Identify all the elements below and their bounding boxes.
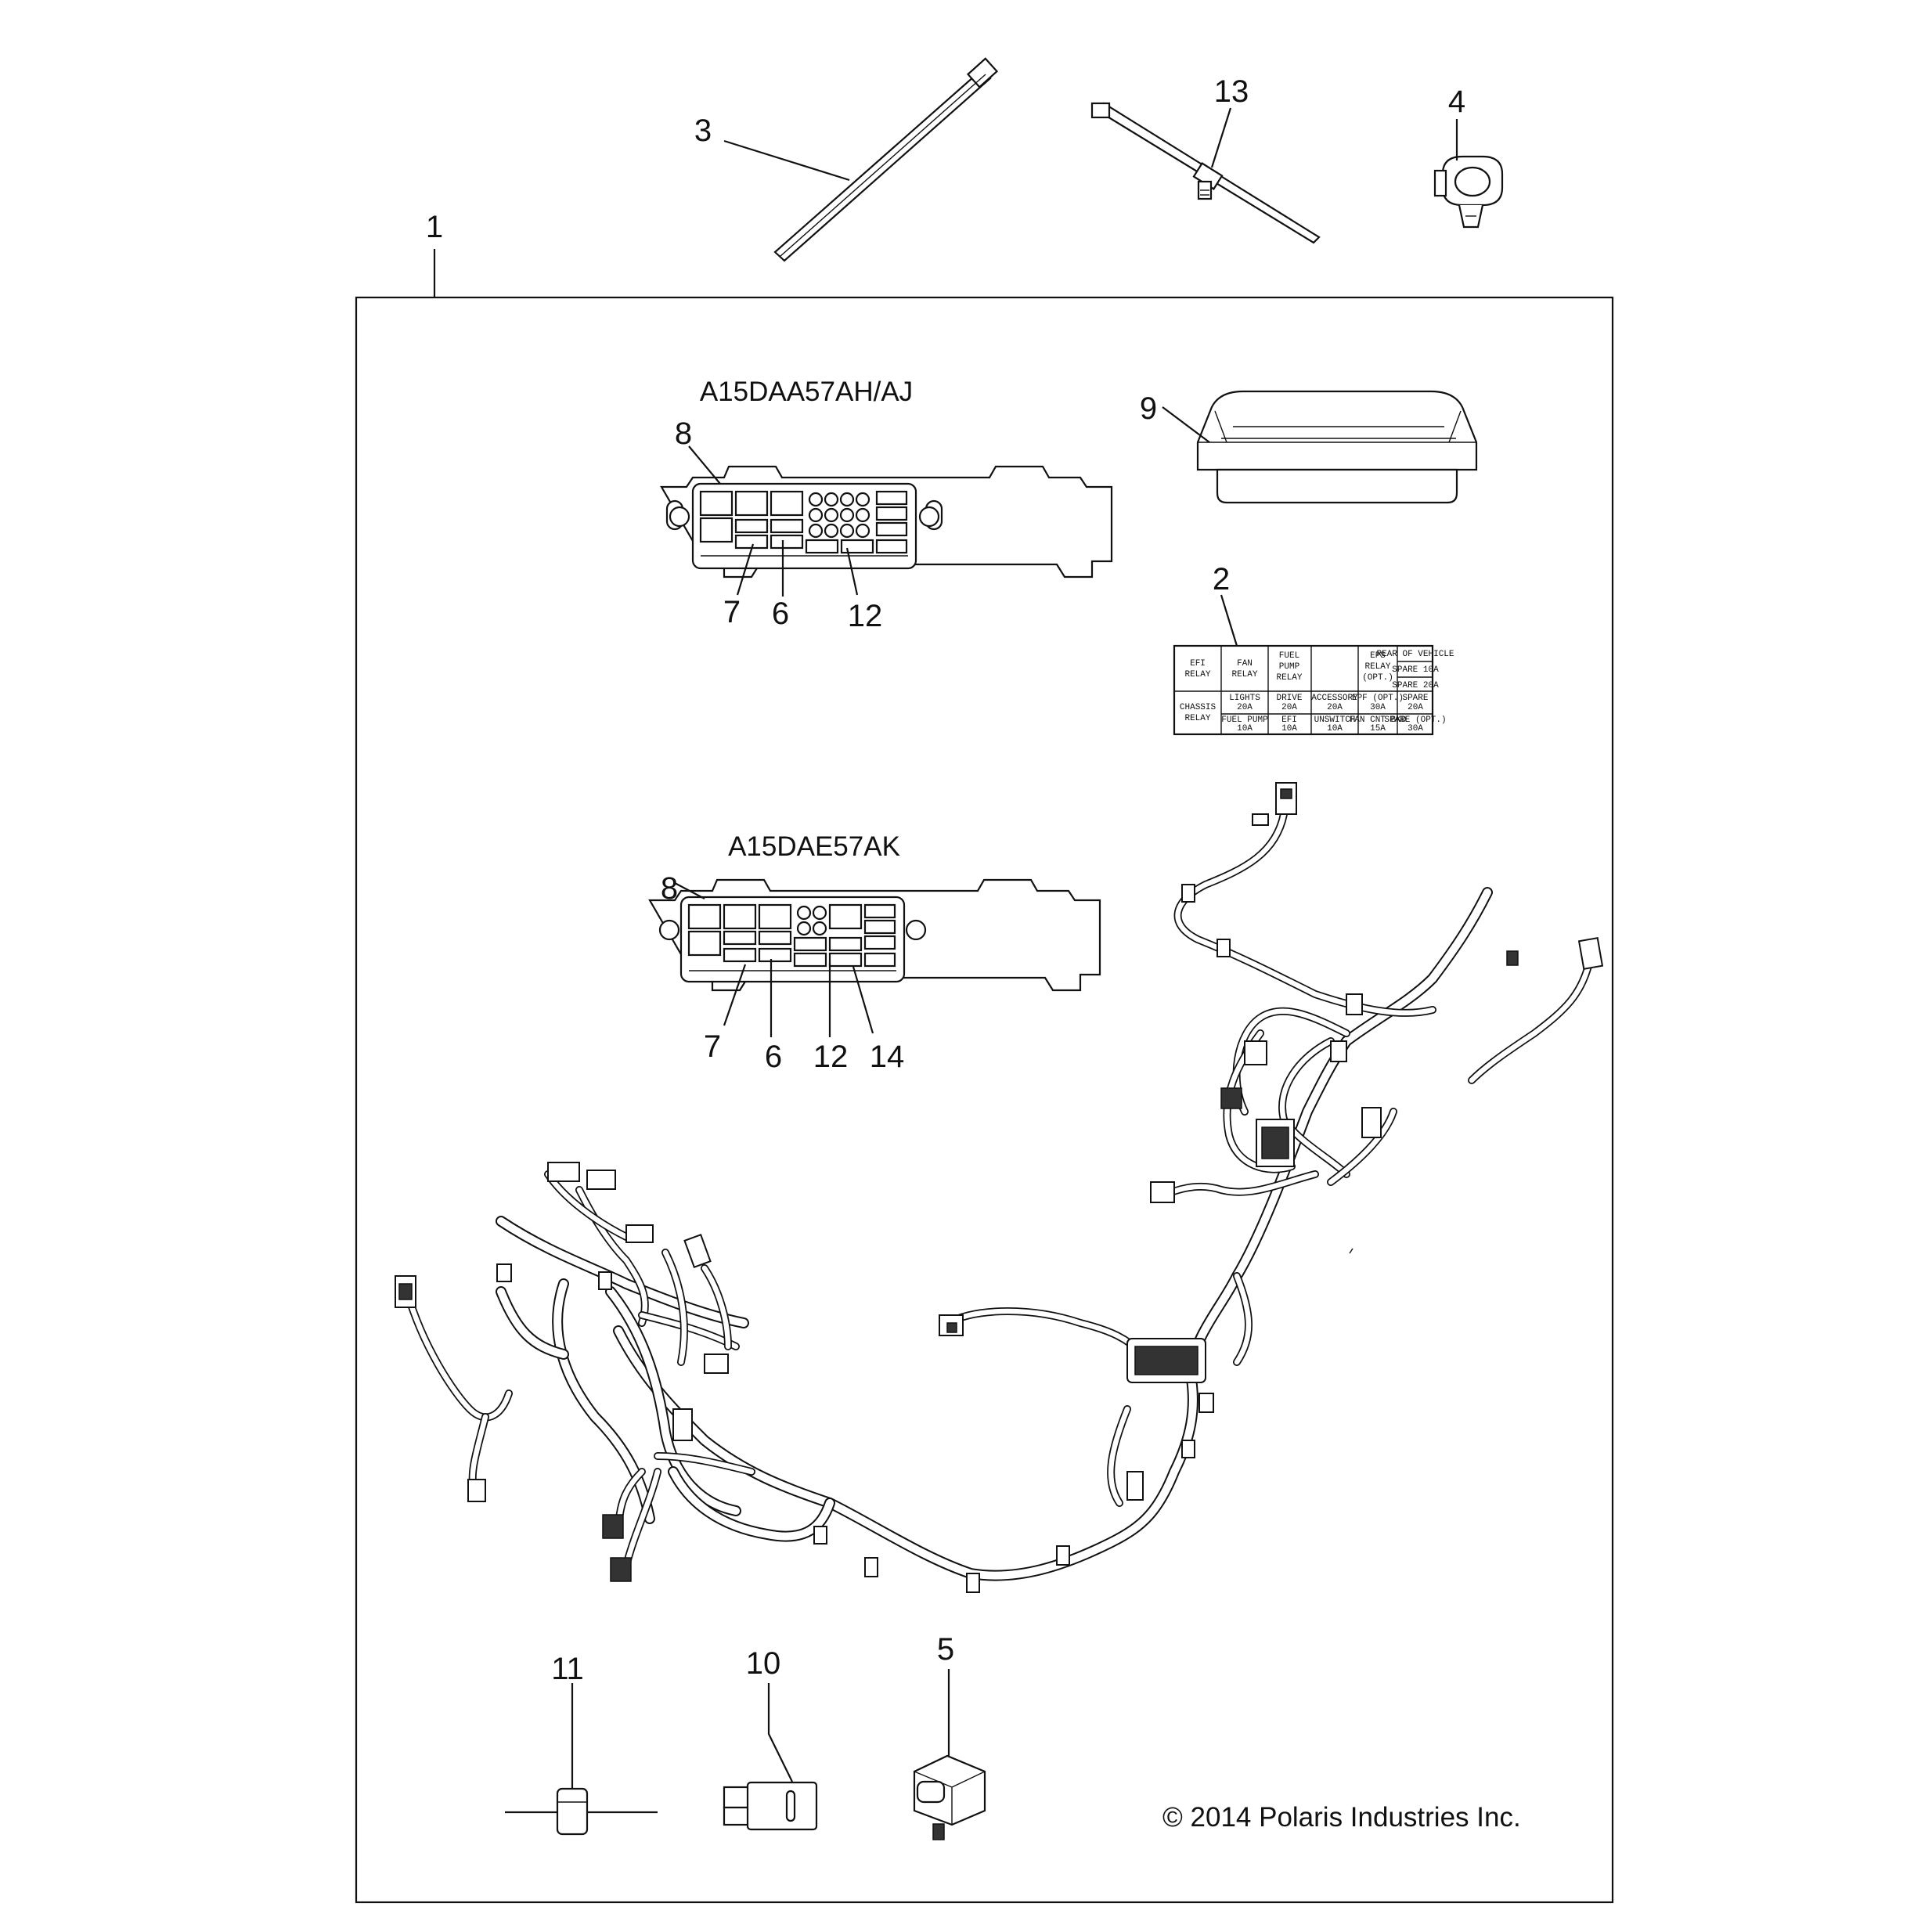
decal-efi-relay: RELAY [1184, 670, 1210, 679]
copyright-text: © 2014 Polaris Industries Inc. [1162, 1802, 1521, 1833]
decal-spare-30a: 30A [1408, 724, 1423, 734]
decal-fuel-pump: FUEL PUMP [1221, 715, 1268, 725]
variant-label-bottom: A15DAE57AK [728, 831, 900, 862]
decal-unswitch-10a: 10A [1327, 724, 1343, 734]
connector-part-5 [913, 1754, 986, 1840]
decal-eps: EPS [1370, 651, 1386, 661]
callout-8-top: 8 [675, 416, 692, 451]
leader-9 [1162, 406, 1210, 443]
callout-1: 1 [426, 210, 443, 244]
fuse-box-a15dae57ak [648, 878, 1101, 992]
callout-13: 13 [1214, 74, 1249, 109]
decal-rear-of-vehicle: REAR OF VEHICLE [1376, 650, 1454, 659]
callout-12-bottom: 12 [813, 1040, 849, 1074]
decal-fuel-pump-10a: 10A [1237, 724, 1253, 734]
callout-2: 2 [1213, 562, 1230, 597]
callout-6-bottom: 6 [765, 1040, 782, 1074]
callout-7-bottom: 7 [704, 1029, 721, 1064]
decal-chassis: CHASSIS [1180, 703, 1217, 712]
decal-lights-20a: 20A [1237, 703, 1253, 712]
decal-unswitch: UNSWITCH [1314, 715, 1356, 725]
decal-accessory: ACCESSORY [1311, 694, 1358, 703]
leader-3 [723, 139, 850, 182]
callout-9: 9 [1140, 391, 1157, 426]
decal-spare-10a: SPARE 10A [1392, 665, 1439, 675]
push-mount-tie-part-13 [1090, 102, 1321, 244]
decal-fuel: FUEL [1279, 651, 1299, 661]
decal-eps-relay: RELAY [1364, 662, 1390, 672]
decal-accessory-20a: 20A [1327, 703, 1343, 712]
decal-spare-20a-b: 20A [1408, 703, 1423, 712]
decal-spare-opt: SPARE (OPT.) [1384, 715, 1446, 725]
stray-mark [1349, 1248, 1353, 1254]
callout-7-top: 7 [723, 595, 741, 629]
diode-part-11 [505, 1787, 658, 1836]
decal-lights: LIGHTS [1229, 694, 1260, 703]
decal-drive: DRIVE [1276, 694, 1302, 703]
leader-12a [845, 547, 859, 596]
callout-10: 10 [746, 1646, 781, 1681]
decal-fan-15a: 15A [1370, 724, 1386, 734]
decal-fan-cnt-bkd: FAN CNT BKD [1350, 715, 1407, 725]
kit-frame [355, 296, 1614, 1904]
decal-epf-opt: EPF (OPT.) [1352, 694, 1404, 703]
leader-14 [852, 966, 874, 1034]
callout-6-top: 6 [772, 597, 789, 631]
fuse-decal-part-2: EFI RELAY FAN RELAY FUEL PUMP RELAY EPS … [1173, 644, 1454, 736]
decal-efi-fuse: EFI [1281, 715, 1297, 725]
decal-spare: SPARE [1402, 694, 1428, 703]
decal-chassis-relay: RELAY [1184, 714, 1210, 723]
decal-fuel-relay: RELAY [1276, 673, 1302, 683]
decal-drive-20a: 20A [1281, 703, 1297, 712]
fuse-box-cover-part-9 [1196, 390, 1478, 504]
leader-2 [1220, 594, 1238, 647]
decal-pump: PUMP [1279, 662, 1300, 672]
callout-3: 3 [694, 114, 712, 148]
leader-7b [723, 964, 747, 1026]
leader-8b [674, 882, 705, 899]
decal-epf-30a: 30A [1370, 703, 1386, 712]
leader-8a [688, 445, 721, 485]
variant-label-top: A15DAA57AH/AJ [700, 377, 913, 407]
decal-eps-opt: (OPT.) [1362, 673, 1393, 683]
harness-connectors [395, 782, 1604, 1582]
leader-10 [767, 1683, 793, 1782]
callout-5: 5 [937, 1632, 954, 1667]
leader-13 [1210, 107, 1232, 168]
decal-efi: EFI [1190, 659, 1206, 669]
callout-8-bottom: 8 [661, 871, 678, 906]
decal-fan: FAN [1237, 659, 1253, 669]
cable-tie-part-3 [773, 57, 999, 262]
fuse-box-a15daa57ah-aj [660, 465, 1113, 579]
callout-14: 14 [870, 1040, 905, 1074]
decal-efi-10a: 10A [1281, 724, 1297, 734]
callout-4: 4 [1448, 85, 1465, 119]
decal-spare-20a: SPARE 20A [1392, 681, 1439, 690]
leader-7a [736, 543, 755, 596]
callout-11: 11 [551, 1652, 584, 1686]
decal-fan-relay: RELAY [1231, 670, 1257, 679]
fuse-part-10 [723, 1781, 818, 1831]
harness-clips [496, 884, 1363, 1593]
clip-part-4 [1433, 155, 1504, 229]
callout-12-top: 12 [848, 599, 883, 633]
